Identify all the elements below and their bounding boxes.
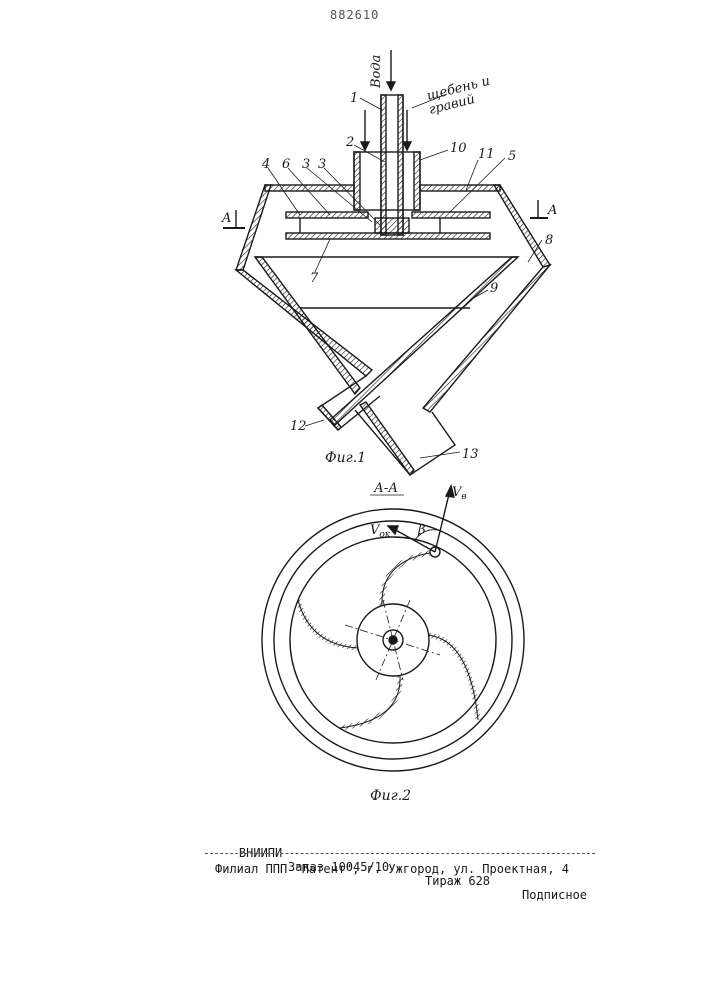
footer-circulation: Тираж 628 (425, 874, 490, 888)
section-mark-right: A (547, 203, 557, 218)
label-13: 13 (462, 447, 479, 462)
label-water: Вода (369, 55, 384, 89)
label-10: 10 (450, 141, 467, 156)
label-11: 11 (478, 147, 495, 162)
gravel-arrow-right-head (403, 142, 411, 150)
figure-2-drawing (262, 486, 524, 771)
footer-subscription: Подписное (522, 888, 587, 902)
label-3b: 3 (318, 157, 326, 172)
footer-branch: Филиал ППП "Патент", г. Ужгород, ул. Про… (215, 862, 569, 876)
centerline-3 (376, 600, 410, 680)
label-1: 1 (350, 91, 358, 106)
leader-1 (360, 98, 382, 110)
figure-1-drawing (223, 50, 550, 495)
housing-wall-right (494, 185, 550, 267)
section-mark-left: A (221, 211, 231, 226)
figure-2-caption: Фиг.2 (370, 788, 411, 804)
label-7: 7 (310, 271, 319, 286)
pipe-bottom (375, 218, 409, 233)
footer-divider (205, 853, 595, 854)
label-3a: 3 (302, 157, 310, 172)
lower-disc (286, 233, 490, 239)
label-4: 4 (261, 157, 270, 172)
leader-10 (420, 150, 448, 160)
label-6: 6 (282, 157, 290, 172)
gravel-arrow-left-head (361, 142, 369, 150)
label-12: 12 (290, 419, 307, 434)
leader-13 (420, 452, 460, 458)
leader-12 (305, 420, 324, 426)
feed-sleeve-wall-right (414, 152, 420, 210)
figure-2-labels: А-А Vв Vок β Фиг.2 (370, 481, 467, 804)
vector-vok (392, 528, 435, 552)
label-9: 9 (490, 281, 498, 296)
label-5: 5 (508, 149, 516, 164)
vector-v-label: Vв (452, 485, 467, 502)
figure-1-caption: Фиг.1 (325, 450, 366, 466)
water-pipe-wall-right (398, 95, 403, 235)
label-8: 8 (545, 233, 553, 248)
outlet-13-wall (360, 402, 414, 475)
leader-7 (315, 239, 330, 272)
water-pipe-wall-left (381, 95, 386, 235)
housing-top-left (265, 185, 354, 191)
section-title: А-А (373, 481, 398, 496)
inner-funnel-left (255, 257, 360, 394)
housing-top-right (420, 185, 500, 191)
angle-label: β (417, 523, 426, 538)
label-2: 2 (345, 135, 354, 150)
water-arrow-head (387, 82, 395, 90)
upper-disc-right (412, 212, 490, 218)
outer-funnel-right (423, 265, 550, 412)
